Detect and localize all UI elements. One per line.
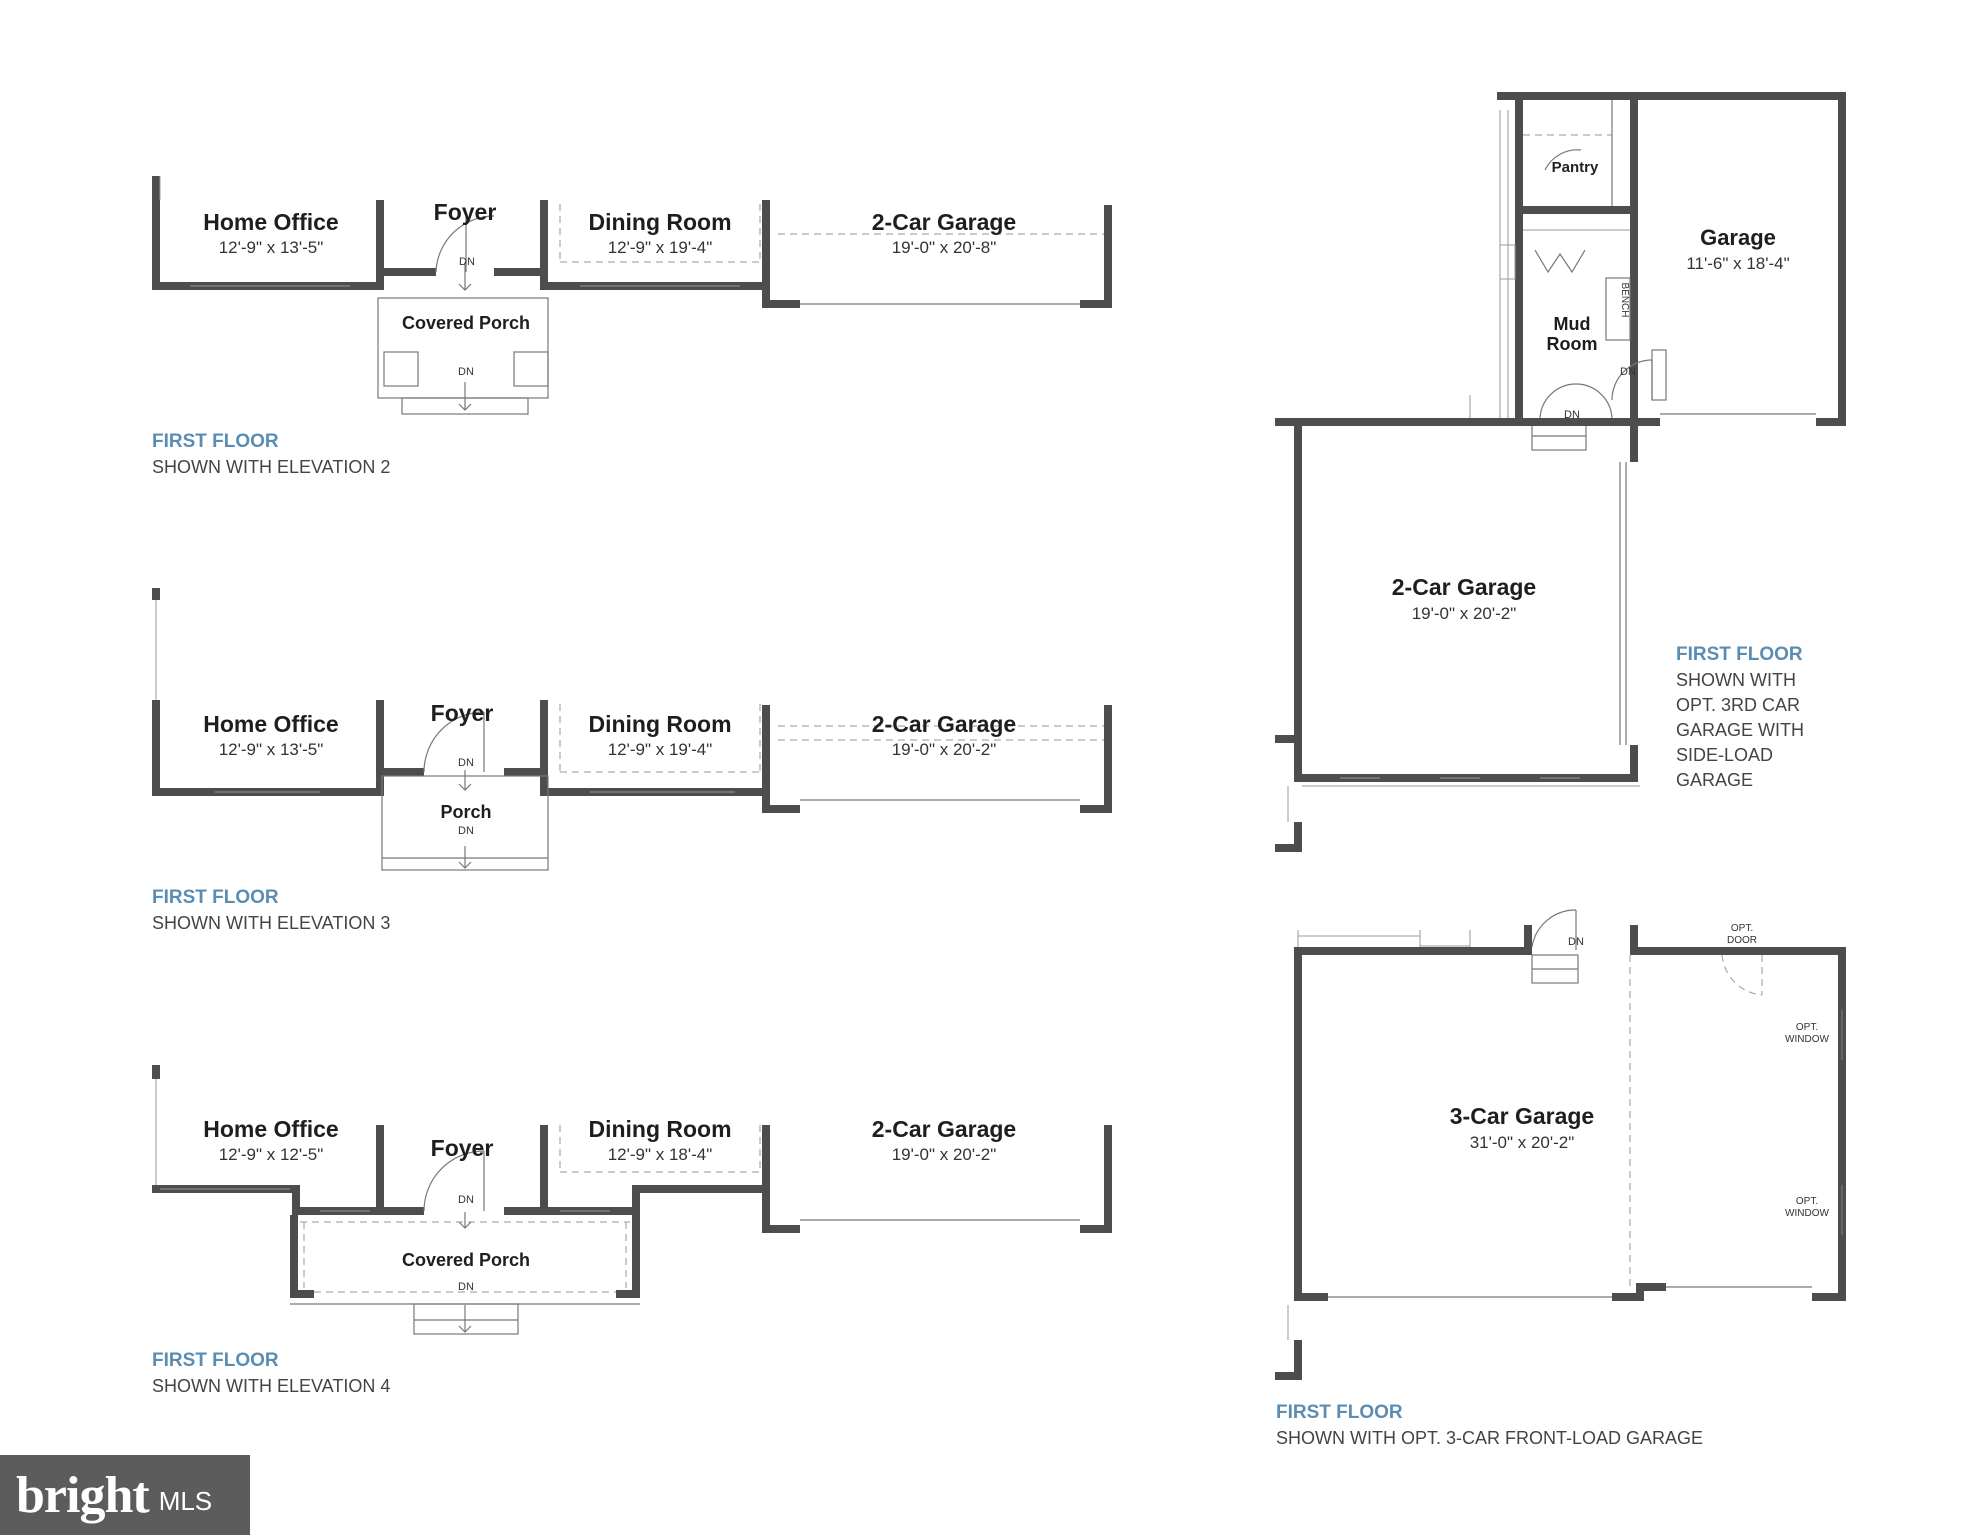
caption-title: FIRST FLOOR	[152, 431, 279, 452]
plan-elevation-3	[152, 588, 1112, 871]
caption-line: GARAGE WITH	[1676, 720, 1804, 740]
dining-room-label: Dining Room	[588, 711, 731, 737]
garage-dimensions: 19'-0" x 20'-2"	[892, 1145, 997, 1164]
caption-title: FIRST FLOOR	[152, 887, 279, 908]
home-office-dimensions: 12'-9" x 12'-5"	[219, 1145, 324, 1164]
home-office-label: Home Office	[203, 209, 338, 235]
opt-window-label: WINDOW	[1785, 1034, 1829, 1045]
mud-room-label: Mud	[1554, 314, 1591, 334]
garage-label: 2-Car Garage	[872, 209, 1016, 235]
caption-line: OPT. 3RD CAR	[1676, 695, 1800, 715]
two-car-garage-label: 2-Car Garage	[1392, 574, 1536, 600]
dining-room-label: Dining Room	[588, 209, 731, 235]
dining-room-label: Dining Room	[588, 1116, 731, 1142]
caption-subtitle: SHOWN WITH ELEVATION 2	[152, 457, 390, 477]
porch-dn-label: DN	[458, 1281, 474, 1293]
home-office-label: Home Office	[203, 1116, 338, 1142]
caption-line: SHOWN WITH	[1676, 670, 1796, 690]
opt-door-label: OPT.	[1731, 923, 1753, 934]
three-car-garage-label: 3-Car Garage	[1450, 1103, 1594, 1129]
dn-label: DN	[1620, 366, 1636, 378]
covered-porch-label: Covered Porch	[402, 1250, 530, 1270]
logo-brand-text: bright	[16, 1466, 150, 1524]
porch-label: Porch	[440, 802, 491, 822]
logo-mls-text: MLS	[158, 1485, 213, 1516]
foyer-label: Foyer	[434, 199, 497, 225]
garage-dimensions: 11'-6" x 18'-4"	[1686, 254, 1789, 273]
caption-title: FIRST FLOOR	[152, 1350, 279, 1371]
plan-front-load-garage	[1275, 909, 1846, 1380]
foyer-dn-label: DN	[459, 256, 475, 268]
mud-room-label: Room	[1547, 334, 1598, 354]
caption-title: FIRST FLOOR	[1276, 1402, 1403, 1423]
foyer-dn-label: DN	[458, 757, 474, 769]
caption-subtitle: SHOWN WITH ELEVATION 3	[152, 913, 390, 933]
opt-door-label: DOOR	[1727, 935, 1757, 946]
garage-label: 2-Car Garage	[872, 1116, 1016, 1142]
opt-window-label: OPT.	[1796, 1196, 1818, 1207]
bright-mls-logo: bright MLS	[0, 1455, 250, 1535]
dining-room-dimensions: 12'-9" x 19'-4"	[608, 740, 713, 759]
plan-elevation-4	[152, 1065, 1112, 1335]
plan-elevation-2	[152, 176, 1112, 415]
plan-side-load-garage	[1275, 92, 1846, 852]
porch-dn-label: DN	[458, 366, 474, 378]
two-car-garage-dimensions: 19'-0" x 20'-2"	[1412, 604, 1517, 623]
dn-label: DN	[1564, 409, 1580, 421]
foyer-label: Foyer	[431, 700, 494, 726]
opt-window-label: WINDOW	[1785, 1208, 1829, 1219]
caption-line: GARAGE	[1676, 770, 1753, 790]
caption-subtitle: SHOWN WITH OPT. 3-CAR FRONT-LOAD GARAGE	[1276, 1428, 1703, 1448]
garage-label: Garage	[1700, 225, 1776, 250]
garage-dimensions: 19'-0" x 20'-2"	[892, 740, 997, 759]
dining-room-dimensions: 12'-9" x 18'-4"	[608, 1145, 713, 1164]
three-car-garage-dimensions: 31'-0" x 20'-2"	[1470, 1133, 1575, 1152]
home-office-label: Home Office	[203, 711, 338, 737]
porch-dn-label: DN	[458, 825, 474, 837]
dn-label: DN	[1568, 936, 1584, 948]
pantry-label: Pantry	[1552, 159, 1599, 176]
opt-window-label: OPT.	[1796, 1022, 1818, 1033]
covered-porch-label: Covered Porch	[402, 313, 530, 333]
home-office-dimensions: 12'-9" x 13'-5"	[219, 238, 324, 257]
caption-subtitle: SHOWN WITH ELEVATION 4	[152, 1376, 390, 1396]
foyer-label: Foyer	[431, 1135, 494, 1161]
foyer-dn-label: DN	[458, 1194, 474, 1206]
home-office-dimensions: 12'-9" x 13'-5"	[219, 740, 324, 759]
caption-line: SIDE-LOAD	[1676, 745, 1773, 765]
dining-room-dimensions: 12'-9" x 19'-4"	[608, 238, 713, 257]
garage-dimensions: 19'-0" x 20'-8"	[892, 238, 997, 257]
garage-label: 2-Car Garage	[872, 711, 1016, 737]
caption-title: FIRST FLOOR	[1676, 644, 1803, 665]
bench-label: BENCH	[1619, 282, 1630, 317]
